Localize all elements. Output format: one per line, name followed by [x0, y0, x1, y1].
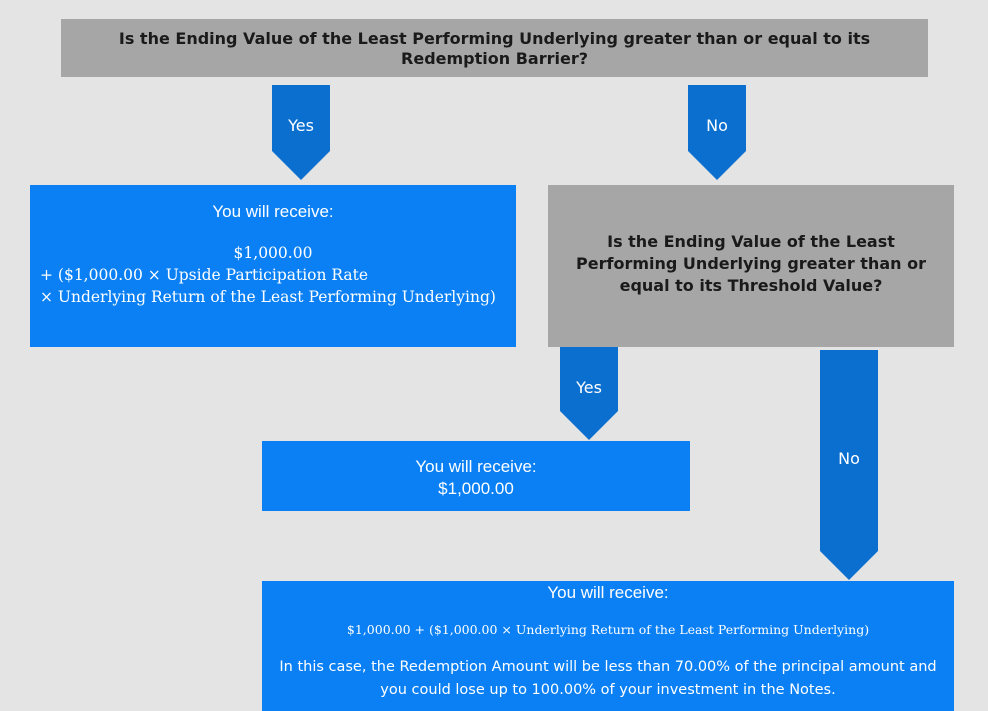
arrow-yes-2-shape — [560, 347, 618, 440]
outcome-par-amount: $1,000.00 — [438, 479, 514, 498]
arrow-no-2-shape — [820, 350, 878, 580]
arrow-yes-1-shape — [272, 85, 330, 180]
outcome-upside-line1: $1,000.00 — [233, 244, 313, 262]
arrow-no-1-label: No — [706, 116, 728, 135]
arrow-no-2-label: No — [838, 449, 860, 468]
outcome-loss-heading: You will receive: — [547, 583, 669, 602]
outcome-loss-formula: $1,000.00 + ($1,000.00 × Underlying Retu… — [346, 622, 870, 637]
arrow-no-1: No — [688, 85, 746, 180]
question-threshold-value: Is the Ending Value of the Least Perform… — [548, 185, 954, 347]
outcome-upside-line3: × Underlying Return of the Least Perform… — [40, 288, 496, 306]
arrow-yes-2-label: Yes — [576, 378, 602, 397]
question-redemption-barrier-text: Is the Ending Value of the Least Perform… — [118, 29, 871, 68]
outcome-loss-box: You will receive: $1,000.00 + ($1,000.00… — [262, 581, 954, 711]
outcome-upside-box: You will receive: $1,000.00 + ($1,000.00… — [30, 185, 516, 347]
outcome-par-box: You will receive: $1,000.00 — [262, 441, 690, 511]
arrow-no-1-shape — [688, 85, 746, 180]
question-redemption-barrier: Is the Ending Value of the Least Perform… — [61, 19, 928, 77]
outcome-par-heading: You will receive: — [415, 457, 537, 476]
question-threshold-value-text: Is the Ending Value of the Least Perform… — [576, 232, 926, 295]
arrow-no-2: No — [820, 350, 878, 580]
outcome-loss-note: In this case, the Redemption Amount will… — [279, 659, 937, 698]
outcome-upside-line2: + ($1,000.00 × Upside Participation Rate — [40, 266, 369, 284]
arrow-yes-2: Yes — [560, 347, 618, 440]
arrow-yes-1: Yes — [272, 85, 330, 180]
outcome-upside-heading: You will receive: — [212, 202, 334, 221]
arrow-yes-1-label: Yes — [288, 116, 314, 135]
